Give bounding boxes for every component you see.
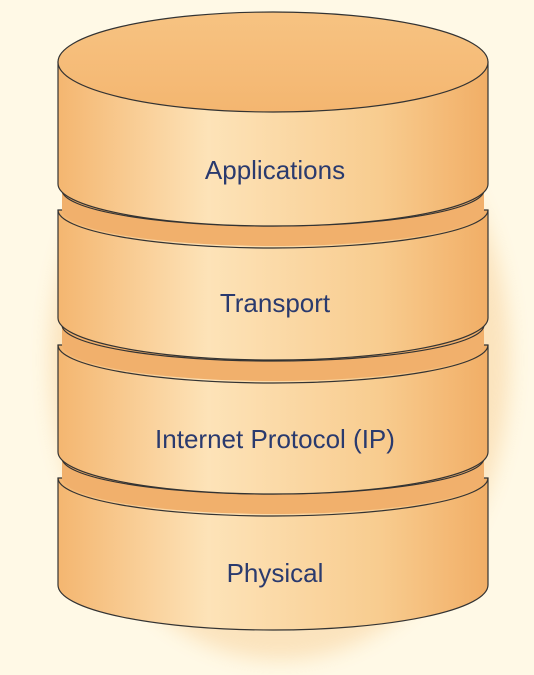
layer-label-internet-protocol: Internet Protocol (IP) <box>155 424 395 454</box>
segment-physical <box>57 477 489 631</box>
segment-internet-protocol <box>57 344 489 495</box>
layer-label-transport: Transport <box>219 288 331 318</box>
cylinder-top-cap <box>57 11 489 113</box>
layer-label-applications: Applications <box>204 155 346 185</box>
segment-transport <box>57 209 489 361</box>
layer-label-physical: Physical <box>226 558 324 588</box>
